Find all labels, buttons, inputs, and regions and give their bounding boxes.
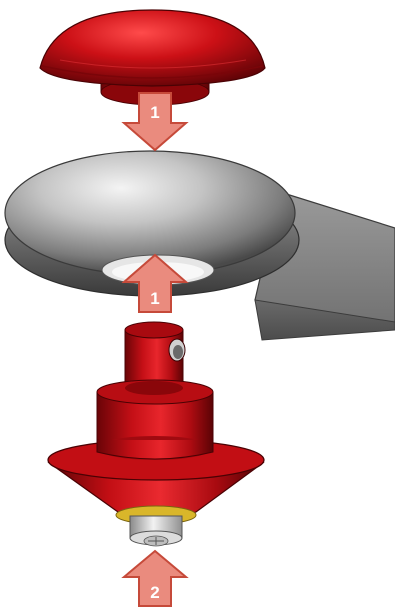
arrow-bottom-label: 2	[150, 583, 159, 602]
arrow-bottom: 2	[124, 551, 186, 606]
arrow-top-label: 1	[150, 103, 159, 122]
arrow-middle-label: 1	[150, 289, 159, 308]
top-cap-part	[40, 10, 265, 105]
bottom-pin-part	[48, 322, 264, 546]
